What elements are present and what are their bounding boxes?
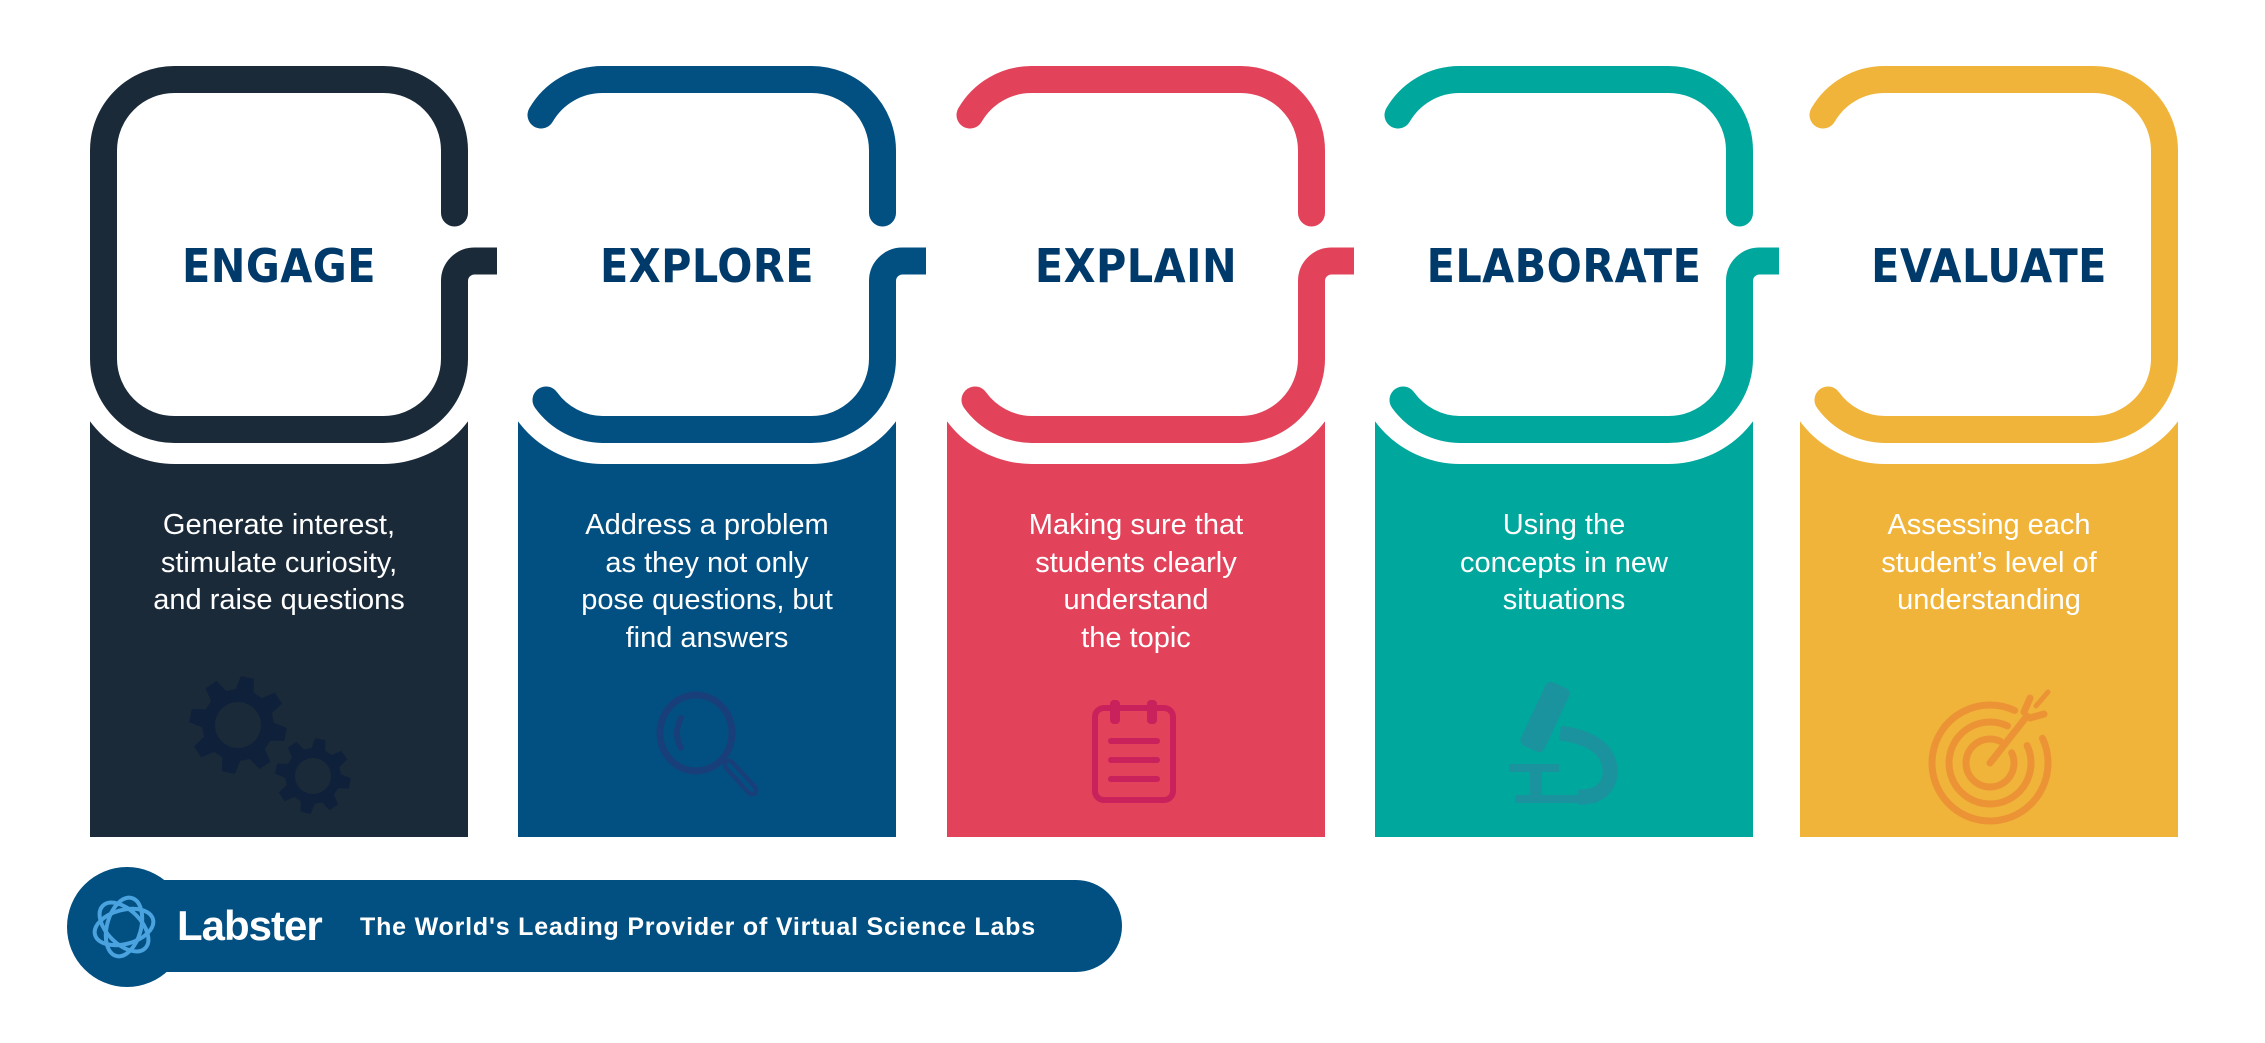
- description-line: Making sure that: [1028, 509, 1244, 541]
- gears-icon: [189, 676, 351, 814]
- description-line: Assessing each: [1887, 509, 2091, 541]
- description-line: Generate interest,: [162, 509, 396, 541]
- description-line: find answers: [625, 622, 789, 655]
- atom-orbit-icon: [92, 895, 156, 959]
- brand-tagline: The World's Leading Provider of Virtual …: [360, 913, 1036, 941]
- box-halo: [1354, 45, 1774, 464]
- stage-title-engage: ENGAGE: [182, 239, 376, 293]
- stage-outline: [90, 66, 565, 443]
- footer-banner: [67, 867, 1122, 987]
- stage-outline: [956, 66, 1422, 443]
- stage-description-evaluate: Assessing each student’s level of understa…: [1800, 507, 2178, 620]
- description-line: the topic: [1081, 622, 1191, 655]
- stage-title-evaluate: EVALUATE: [1871, 239, 2107, 293]
- box-halo: [1779, 45, 2199, 464]
- stage-description-explore: Address a problem as they not only pose qu…: [518, 507, 896, 658]
- magnifier-icon: [656, 691, 759, 797]
- stage-outline: [527, 66, 994, 443]
- box-halo: [926, 45, 1346, 464]
- stage-description-elaborate: Using the concepts in new situations: [1375, 507, 1753, 620]
- stage-evaluate: [1779, 45, 2199, 837]
- stage-title-elaborate: ELABORATE: [1426, 239, 1702, 293]
- stage-title-explain: EXPLAIN: [1034, 239, 1238, 293]
- description-line: students clearly: [1035, 546, 1237, 579]
- stage-panel: [518, 403, 896, 837]
- description-line: as they not only: [605, 546, 809, 579]
- stage-panel: [947, 403, 1325, 837]
- description-line: and raise questions: [153, 584, 405, 617]
- stage-outline: [1384, 66, 1847, 443]
- target-icon: [1928, 689, 2052, 825]
- description-line: pose questions, but: [581, 584, 833, 617]
- description-line: concepts in new: [1460, 546, 1668, 579]
- stage-description-engage: Generate interest, stimulate curiosity, an…: [90, 507, 468, 620]
- description-line: Using the: [1502, 509, 1626, 541]
- description-line: stimulate curiosity,: [160, 546, 398, 579]
- stage-elaborate: [1354, 45, 1859, 837]
- stage-explain: [926, 45, 1434, 837]
- description-line: student’s level of: [1881, 546, 2097, 579]
- brand-name: Labster: [177, 902, 323, 949]
- box-halo: [69, 45, 489, 464]
- description-line: Address a problem: [585, 509, 829, 541]
- stage-outline: [1809, 66, 2178, 443]
- stage-explore: [497, 45, 1006, 837]
- stage-engage: [69, 45, 577, 837]
- stage-title-explore: EXPLORE: [600, 239, 814, 293]
- microscope-icon: [1509, 681, 1618, 805]
- description-line: understanding: [1897, 584, 2081, 617]
- footer-bar: [110, 880, 1122, 972]
- description-line: situations: [1502, 584, 1626, 617]
- box-halo: [497, 45, 917, 464]
- notepad-icon: [1092, 700, 1176, 803]
- footer-logo-badge: [67, 867, 187, 987]
- description-line: understand: [1063, 584, 1209, 617]
- stage-panel: [1375, 403, 1753, 837]
- stage-description-explain: Making sure that students clearly understa…: [947, 507, 1325, 658]
- stages-layer: [69, 45, 2199, 837]
